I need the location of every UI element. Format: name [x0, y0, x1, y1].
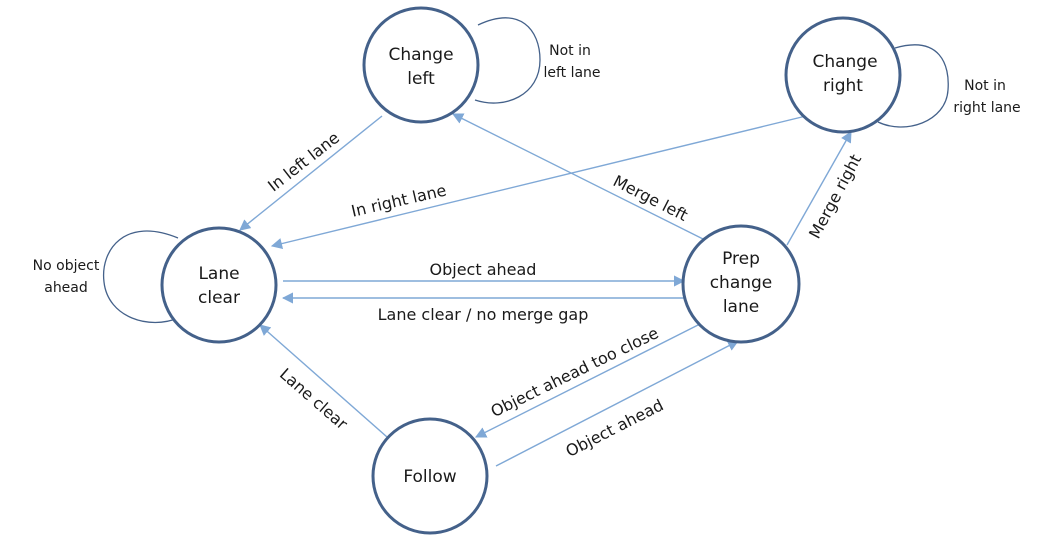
loop-label-lane-clear-line-1: No object — [33, 258, 100, 274]
loop-label-change-right-line-1: Not in — [964, 78, 1006, 94]
self-loop-lane-clear — [102, 230, 179, 324]
state-change-left: Change left — [362, 6, 480, 124]
edge-prep-to-change-right — [786, 131, 852, 246]
edge-change-left-to-lane-clear — [239, 115, 383, 231]
edge-change-right-to-lane-clear — [270, 115, 807, 250]
state-prep-change-line-2: change — [710, 273, 773, 293]
state-change-right: Change right — [784, 16, 902, 134]
state-prep-change-line-1: Prep — [722, 249, 760, 269]
edge-follow-to-prep — [495, 340, 739, 467]
label-prep-to-lane-clear: Lane clear / no merge gap — [378, 305, 589, 324]
state-lane-clear-line-2: clear — [198, 288, 240, 308]
state-change-left-line-2: left — [407, 69, 435, 89]
state-change-right-line-2: right — [823, 76, 863, 96]
loop-label-lane-clear-line-2: ahead — [44, 280, 88, 296]
label-change-left-to-lane-clear: In left lane — [264, 128, 343, 195]
state-change-left-line-1: Change — [388, 45, 453, 65]
state-follow: Follow — [371, 417, 489, 535]
state-follow-line-1: Follow — [403, 467, 456, 487]
label-lane-clear-to-prep: Object ahead — [430, 260, 537, 279]
state-lane-clear-line-1: Lane — [198, 264, 239, 284]
edge-follow-to-lane-clear — [259, 324, 388, 438]
state-prep-change-line-3: lane — [723, 297, 759, 317]
label-follow-to-lane-clear: Lane clear — [276, 364, 352, 433]
state-lane-clear: Lane clear — [160, 226, 278, 344]
loop-label-change-right-line-2: right lane — [953, 100, 1020, 116]
loop-label-change-left-line-2: left lane — [543, 65, 600, 81]
self-loop-change-left — [474, 17, 541, 104]
state-change-right-line-1: Change — [812, 52, 877, 72]
edge-prep-to-follow — [475, 323, 701, 438]
state-prep-change-lane: Prep change lane — [681, 224, 801, 344]
self-loop-change-right — [877, 44, 949, 128]
edge-prep-to-change-left — [451, 113, 706, 241]
loop-label-change-left-line-1: Not in — [549, 43, 591, 59]
